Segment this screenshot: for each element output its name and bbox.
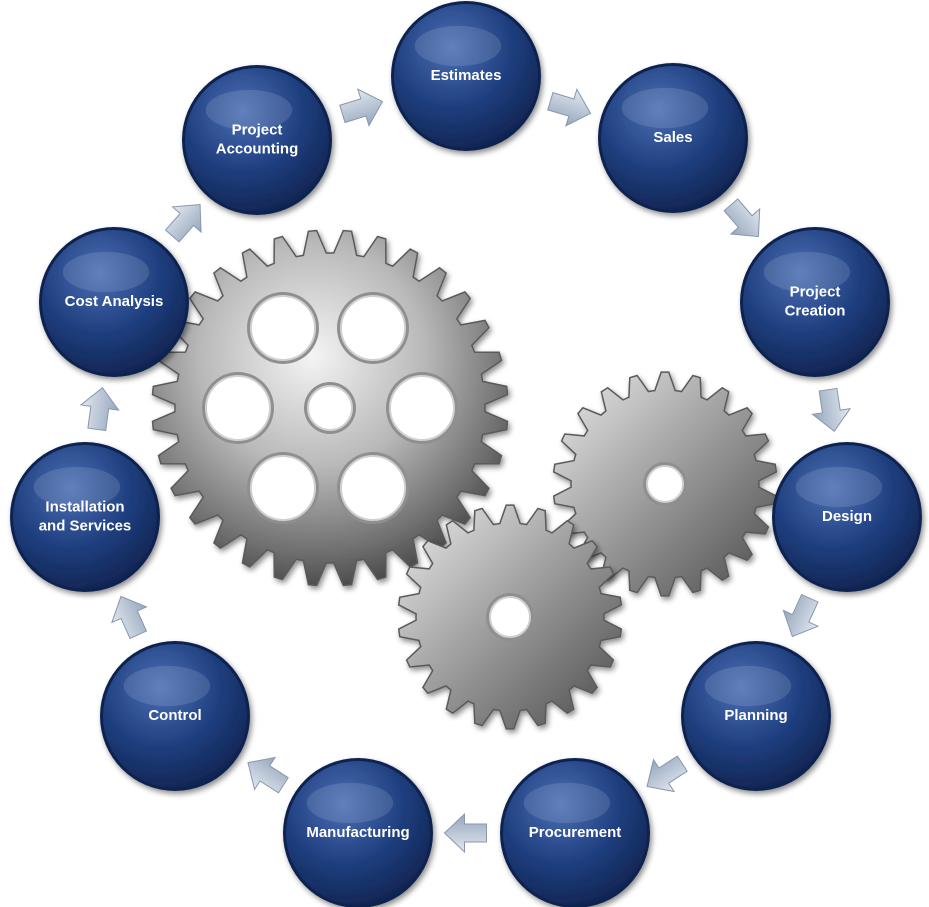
node-label-project-creation-line-2: Creation — [785, 302, 846, 319]
node-label-sales: Sales — [653, 129, 692, 146]
node-label-project-accounting-line-1: Project — [232, 121, 283, 138]
gears-layer — [151, 229, 778, 730]
nodes-layer: EstimatesSalesProjectCreationDesignPlann… — [10, 1, 922, 907]
large-gear-center-hole — [307, 385, 353, 431]
node-label-manufacturing: Manufacturing — [306, 824, 409, 841]
arrow-icon — [811, 387, 852, 432]
cycle-node-estimates: Estimates — [391, 1, 541, 151]
cycle-node-sales: Sales — [598, 63, 748, 213]
cycle-node-planning: Planning — [681, 641, 831, 791]
arrow-icon — [443, 812, 487, 854]
large-gear-icon — [151, 229, 509, 587]
arrow-icon — [247, 756, 289, 794]
large-gear-hole-4 — [389, 375, 455, 441]
large-gear-hole-5 — [250, 455, 316, 521]
arrow-icon — [547, 88, 592, 127]
large-gear-hole-3 — [205, 375, 271, 441]
cycle-node-installation-and-services: Installation and Services — [10, 442, 160, 592]
arrow-icon — [723, 198, 761, 238]
large-gear-hole-6 — [340, 455, 406, 521]
small-gear-icon — [397, 504, 623, 730]
cycle-node-procurement: Procurement — [500, 758, 650, 907]
medium-gear-center-hole — [646, 465, 684, 503]
arrow-icon — [164, 203, 202, 243]
arrow-icon — [79, 386, 120, 432]
large-gear-hole-2 — [340, 295, 406, 361]
arrow-icon — [111, 595, 148, 640]
node-label-project-creation-line-1: Project — [790, 283, 841, 300]
node-label-cost-analysis: Cost Analysis — [65, 293, 164, 310]
cycle-node-cost-analysis: Cost Analysis — [39, 227, 189, 377]
medium-gear-icon — [552, 371, 778, 597]
node-label-installation-and-services-line-2: and Services — [39, 517, 132, 534]
arrow-icon — [339, 88, 384, 127]
large-gear-hole-1 — [250, 295, 316, 361]
arrow-icon — [646, 755, 688, 793]
node-label-planning: Planning — [724, 707, 787, 724]
cycle-node-design: Design — [772, 442, 922, 592]
small-gear-center-hole — [489, 596, 531, 638]
node-label-design: Design — [822, 508, 872, 525]
arrows-layer — [79, 88, 852, 854]
node-label-project-accounting-line-2: Accounting — [216, 140, 299, 157]
cycle-node-manufacturing: Manufacturing — [283, 758, 433, 907]
node-label-procurement: Procurement — [529, 824, 622, 841]
node-label-control: Control — [148, 707, 201, 724]
node-label-estimates: Estimates — [431, 67, 502, 84]
arrow-icon — [782, 593, 820, 638]
cycle-node-control: Control — [100, 641, 250, 791]
node-label-installation-and-services-line-1: Installation — [45, 498, 124, 515]
